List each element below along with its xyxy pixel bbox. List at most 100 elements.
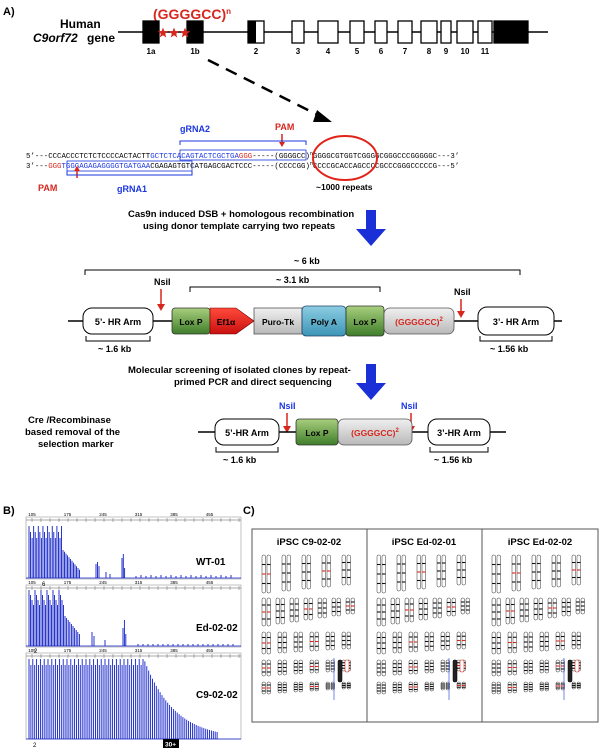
exon-label: 8	[427, 47, 432, 56]
nsil-final-right-label: NsiI	[401, 401, 418, 411]
pam-bottom-arrowhead	[74, 166, 80, 171]
donor-16kb-bracket	[85, 336, 151, 342]
repeats-note: ~1000 repeats	[316, 182, 373, 192]
donor-purotk-box	[253, 307, 303, 335]
exon-label: 5	[355, 47, 360, 56]
donor-purotk-label: Puro-Tk	[262, 317, 294, 327]
final-16kb-label: ~ 1.6 kb	[223, 455, 257, 465]
donor-hr5-label: 5’- HR Arm	[95, 317, 141, 327]
trace-tick-label: 175	[64, 512, 72, 517]
trace-tick-label: 385	[170, 512, 178, 517]
cre-text-2: based removal of the	[25, 427, 120, 438]
step2-text-2: primed PCR and direct sequencing	[174, 377, 332, 388]
karyotype-title-1: iPSC C9-02-02	[277, 537, 341, 548]
nsil-left-arrowhead	[157, 304, 165, 311]
trace-tick-label: 245	[99, 512, 107, 517]
exon-box	[317, 20, 339, 44]
donor-hr3-box	[477, 306, 555, 336]
exon-label: 4	[326, 47, 331, 56]
exon-box	[291, 20, 305, 44]
gene-species: Human	[60, 17, 101, 31]
cre-text-1: Cre /Recombinase	[28, 415, 111, 426]
zoom-arrowhead	[313, 110, 332, 122]
donor-repeat-box	[383, 307, 455, 335]
exon-box	[349, 20, 365, 44]
exon-box	[440, 20, 452, 44]
trace-tick-label: 105	[28, 580, 36, 585]
donor-loxp1-label: Lox P	[179, 317, 202, 327]
step1-down-arrow	[356, 210, 386, 246]
final-hr3-box	[427, 418, 491, 446]
final-repeat-label: (GGGGCC)2	[351, 428, 399, 438]
exon-label: 3	[296, 47, 301, 56]
trace-tick-label: 105	[28, 648, 36, 653]
donor-16kb-label: ~ 1.6 kb	[98, 344, 132, 354]
trace-c9-box-label: 30+	[165, 742, 176, 749]
exon-box	[477, 20, 493, 44]
donor-ef1a-label: Ef1α	[217, 317, 236, 327]
donor-hr5-box	[82, 307, 154, 335]
trace-tick-label: 455	[206, 580, 214, 585]
final-hr5-label: 5’-HR Arm	[225, 428, 269, 438]
step1-text-2: using donor template carrying two repeat…	[143, 221, 335, 232]
repeat-star	[168, 27, 180, 38]
exon-box	[397, 20, 413, 44]
exon-box	[456, 20, 474, 44]
trace-wt-peak-label: 6	[42, 582, 46, 588]
trace-ed-peak-label: 2	[34, 649, 38, 655]
bracket-31kb	[189, 286, 381, 292]
karyotype-title-2: iPSC Ed-02-01	[392, 537, 457, 548]
exon-box	[420, 20, 438, 44]
final-hr5-box	[214, 418, 280, 446]
trace-c9-02-02: 105 175 245 315 385 455	[25, 648, 242, 740]
donor-polya-label: Poly A	[311, 317, 337, 327]
final-repeat-box	[337, 418, 413, 446]
exon-label: 6	[379, 47, 384, 56]
nsil-final-left-arrowhead	[283, 426, 291, 433]
pam-bottom-label: PAM	[38, 183, 57, 193]
trace-c9-peak-label: 2	[33, 743, 37, 749]
exon-label: 11	[481, 47, 490, 56]
grna1-box	[66, 160, 193, 172]
trace-tick-label: 455	[206, 512, 214, 517]
repeat-star	[179, 27, 191, 38]
exon-label: 2	[254, 47, 259, 56]
chromosome	[452, 659, 458, 683]
grna2-box	[179, 149, 307, 161]
donor-repeat-label: (GGGGCC)2	[395, 317, 443, 327]
donor-ef1a-arrow	[209, 307, 255, 335]
trace-tick-label: 245	[99, 648, 107, 653]
bracket-6kb	[84, 269, 521, 275]
cre-text-3: selection marker	[38, 439, 114, 450]
gene-repeat-label: (GGGGCC)n	[153, 6, 231, 22]
exon-box	[142, 20, 160, 44]
seq-top: 5’---CCCACCCTCTCTCCCCACTACTTGCTCTCACAGTA…	[26, 151, 459, 161]
donor-156kb-bracket	[479, 336, 553, 342]
trace-c9-label: C9-02-02	[196, 690, 238, 701]
nsil-left-label: NsiI	[154, 277, 171, 287]
chromosome	[574, 659, 580, 673]
trace-ed-label: Ed-02-02	[196, 623, 238, 634]
grna2-label: gRNA2	[180, 124, 210, 134]
nsil-right-arrowhead	[457, 311, 465, 318]
trace-tick-label: 315	[135, 648, 143, 653]
grna1-bracket	[66, 171, 193, 176]
donor-loxp2-label: Lox P	[353, 317, 376, 327]
chromosome	[344, 659, 350, 673]
trace-tick-label: 385	[170, 580, 178, 585]
repeat-highlight-circle	[312, 135, 378, 181]
nsil-right-label: NsiI	[454, 287, 471, 297]
trace-tick-label: 455	[206, 648, 214, 653]
final-hr3-label: 3’-HR Arm	[437, 428, 481, 438]
trace-tick-label: 175	[64, 648, 72, 653]
size-31kb: ~ 3.1 kb	[276, 275, 310, 285]
trace-tick-label: 385	[170, 648, 178, 653]
panel-a-label: A)	[3, 6, 15, 18]
trace-frame	[25, 584, 242, 648]
trace-tick-label: 105	[28, 512, 36, 517]
karyotype-title-3: iPSC Ed-02-02	[508, 537, 572, 548]
trace-c9-box	[163, 739, 179, 748]
